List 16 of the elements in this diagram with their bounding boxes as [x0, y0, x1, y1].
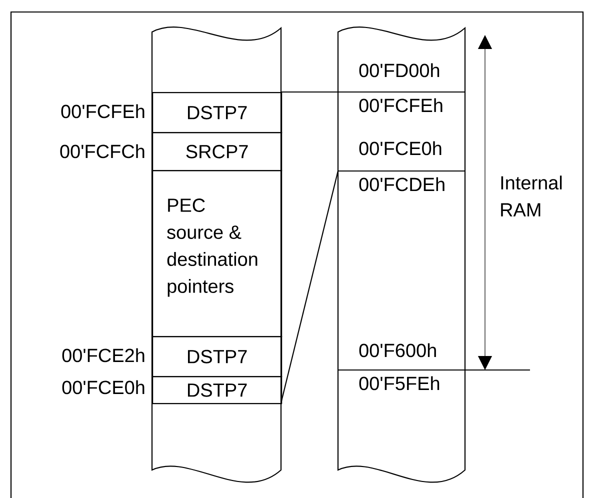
address-label: 00'FCFCh — [60, 144, 144, 158]
address-label: 00'FCDEh — [359, 177, 444, 192]
memory-cell: PEC source & destination pointers — [152, 170, 282, 338]
memory-cell: DSTP7 — [152, 336, 282, 378]
address-label: 00'FCE0h — [359, 141, 442, 156]
region-label: Internal RAM — [501, 176, 562, 216]
memory-cell: SRCP7 — [152, 132, 282, 172]
address-label: 00'F600h — [359, 343, 436, 358]
memory-cell: DSTP7 — [152, 376, 282, 404]
address-label: 00'FCE2h — [62, 348, 144, 362]
address-label: 00'FD00h — [359, 63, 440, 78]
address-label: 00'F5FEh — [359, 376, 440, 390]
address-label: 00'FCE0h — [62, 380, 144, 394]
address-label: 00'FCFEh — [359, 98, 442, 112]
address-label: 00'FCFEh — [61, 104, 144, 118]
memory-cell: DSTP7 — [152, 92, 282, 134]
